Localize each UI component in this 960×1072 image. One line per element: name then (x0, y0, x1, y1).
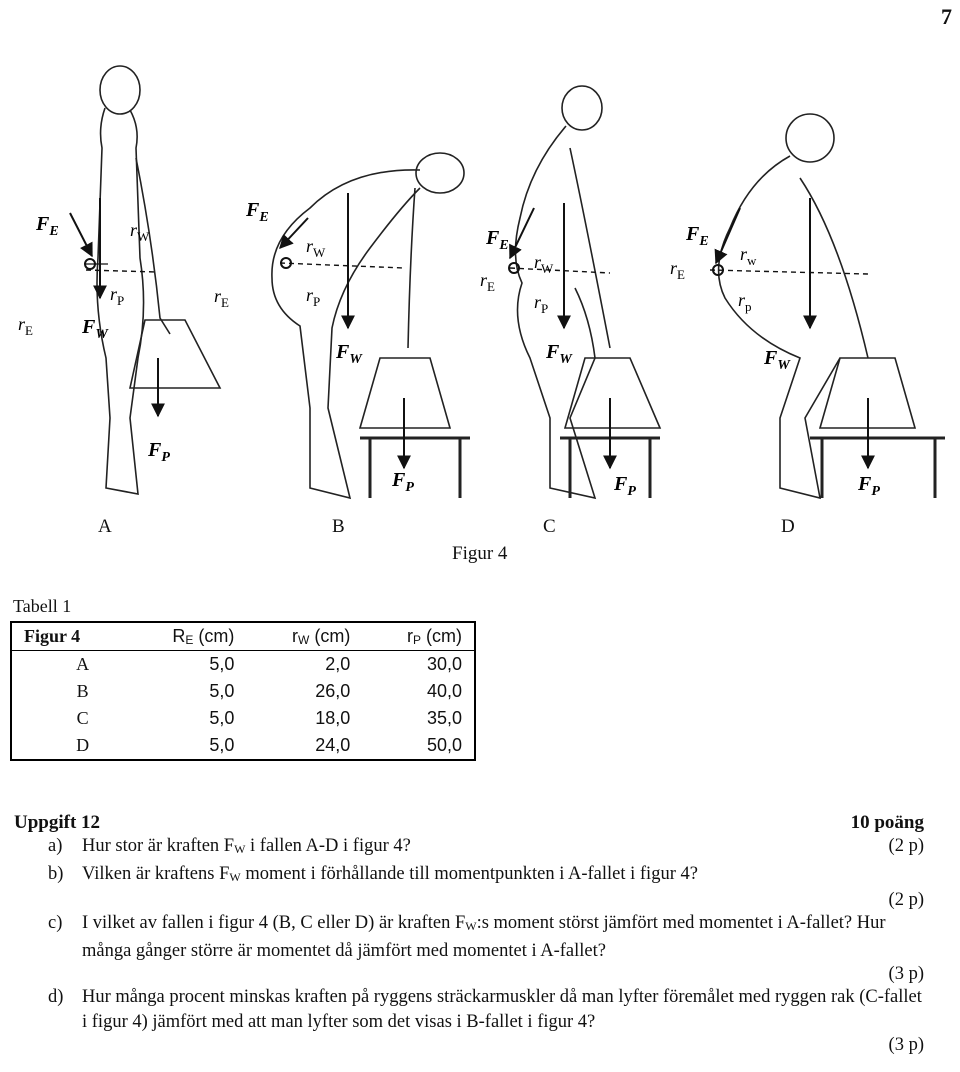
question-letter: c) (48, 913, 63, 933)
table-row: D 5,0 24,0 50,0 (11, 732, 475, 760)
table-cell: A (76, 654, 90, 674)
svg-text:rE: rE (670, 258, 685, 282)
task-points: 10 poäng (850, 812, 924, 833)
panel-label-a: A (98, 516, 112, 537)
panel-b-figure (271, 152, 470, 500)
svg-text:rw: rw (740, 244, 757, 268)
question-text: moment i förhållande till momentpunkten … (240, 864, 698, 884)
question-b: b) Vilken är kraftens FW moment i förhål… (14, 862, 924, 890)
table-cell: 5,0 (209, 681, 235, 701)
svg-text:rp: rp (738, 290, 752, 314)
question-text: Vilken är kraftens F (82, 864, 230, 884)
table-cell: B (76, 681, 89, 701)
table-cell: C (76, 708, 89, 728)
question-text: Hur stor är kraften F (82, 836, 235, 856)
panel-d-figure (717, 113, 945, 500)
table-row: A 5,0 2,0 30,0 (11, 651, 475, 679)
svg-text:rW: rW (130, 220, 150, 244)
figure-4-illustration: FE rW rP rE FW FP FE rW rP rE FW FP FE r… (10, 58, 950, 528)
table-cell: 35,0 (426, 708, 462, 728)
table-cell: 50,0 (426, 735, 462, 755)
svg-text:rW: rW (534, 252, 554, 276)
table-cell: 5,0 (209, 735, 235, 755)
question-c: c) I vilket av fallen i figur 4 (B, C el… (14, 911, 924, 964)
question-points: (3 p) (888, 1035, 924, 1055)
panel-label-d: D (781, 516, 795, 537)
table-cell: 5,0 (209, 654, 235, 674)
bag-b (358, 357, 452, 429)
svg-text:FE: FE (485, 227, 509, 253)
page-number: 7 (941, 4, 952, 29)
svg-text:rP: rP (306, 285, 320, 309)
svg-text:rE: rE (18, 314, 33, 338)
svg-text:FP: FP (613, 473, 636, 499)
panel-label-b: B (332, 516, 345, 537)
table-header-figur: Figur 4 (24, 626, 81, 646)
table-cell: 5,0 (209, 708, 235, 728)
table-cell: 18,0 (315, 708, 351, 728)
table-cell: 24,0 (315, 735, 351, 755)
svg-text:FW: FW (335, 341, 363, 367)
question-points: (2 p) (888, 890, 924, 910)
svg-text:FW: FW (81, 316, 109, 342)
svg-text:rW: rW (306, 236, 326, 260)
svg-text:rP: rP (534, 292, 548, 316)
labels-panel-d: FE rw rE rp FW FP (670, 223, 880, 499)
table-cell: 2,0 (325, 654, 351, 674)
table-title: Tabell 1 (13, 596, 72, 616)
bag-c (563, 357, 662, 429)
svg-text:FW: FW (545, 341, 573, 367)
task-header: Uppgift 12 10 poäng (14, 812, 924, 834)
table-header-rp: rP (cm) (406, 626, 462, 647)
labels-panel-a: FE rW rP rE FW FP (18, 213, 170, 465)
question-text: Hur många procent minskas kraften på ryg… (82, 987, 922, 1032)
svg-text:FE: FE (245, 199, 269, 225)
panel-a-figure (96, 65, 222, 495)
bag-a (129, 319, 222, 389)
task-section: Uppgift 12 10 poäng a) Hur stor är kraft… (14, 812, 924, 1056)
figure-caption: Figur 4 (452, 543, 508, 564)
svg-text:rE: rE (480, 270, 495, 294)
table-header-re: RE (cm) (172, 626, 235, 647)
panel-label-c: C (543, 516, 556, 537)
question-subscript: W (465, 919, 477, 933)
question-d: d) Hur många procent minskas kraften på … (14, 985, 924, 1035)
question-subscript: W (234, 842, 246, 856)
bag-d (818, 357, 917, 429)
question-text: :s moment störst jämfört med momentet i … (82, 913, 886, 961)
question-letter: d) (48, 987, 64, 1007)
question-subscript: W (229, 870, 241, 884)
svg-text:FP: FP (391, 469, 414, 495)
task-title: Uppgift 12 (14, 812, 101, 833)
svg-text:FE: FE (35, 213, 59, 239)
table-cell: D (76, 735, 90, 755)
table-cell: 40,0 (426, 681, 462, 701)
svg-text:FP: FP (147, 439, 170, 465)
data-table: Figur 4 RE (cm) rW (cm) rP (cm) A 5,0 2,… (10, 621, 476, 761)
question-a: a) Hur stor är kraften FW i fallen A-D i… (14, 834, 924, 862)
table-header-rw: rW (cm) (291, 626, 351, 647)
question-text: i fallen A-D i figur 4? (245, 836, 411, 856)
table-cell: 30,0 (426, 654, 462, 674)
svg-text:FE: FE (685, 223, 709, 249)
svg-text:rE: rE (214, 286, 229, 310)
svg-text:FP: FP (857, 473, 880, 499)
labels-panel-c: FE rW rE rP FW FP (480, 227, 636, 499)
question-points: (3 p) (888, 964, 924, 984)
table-cell: 26,0 (315, 681, 351, 701)
svg-text:FW: FW (763, 347, 791, 373)
question-letter: b) (48, 864, 64, 884)
table-row: C 5,0 18,0 35,0 (11, 705, 475, 732)
svg-text:rP: rP (110, 284, 124, 308)
table-row: B 5,0 26,0 40,0 (11, 678, 475, 705)
question-points: (2 p) (888, 836, 924, 856)
table-header-row: Figur 4 RE (cm) rW (cm) rP (cm) (11, 622, 475, 651)
question-text: I vilket av fallen i figur 4 (B, C eller… (82, 913, 466, 933)
labels-panel-b: FE rW rP rE FW FP (214, 199, 414, 495)
question-letter: a) (48, 836, 63, 856)
